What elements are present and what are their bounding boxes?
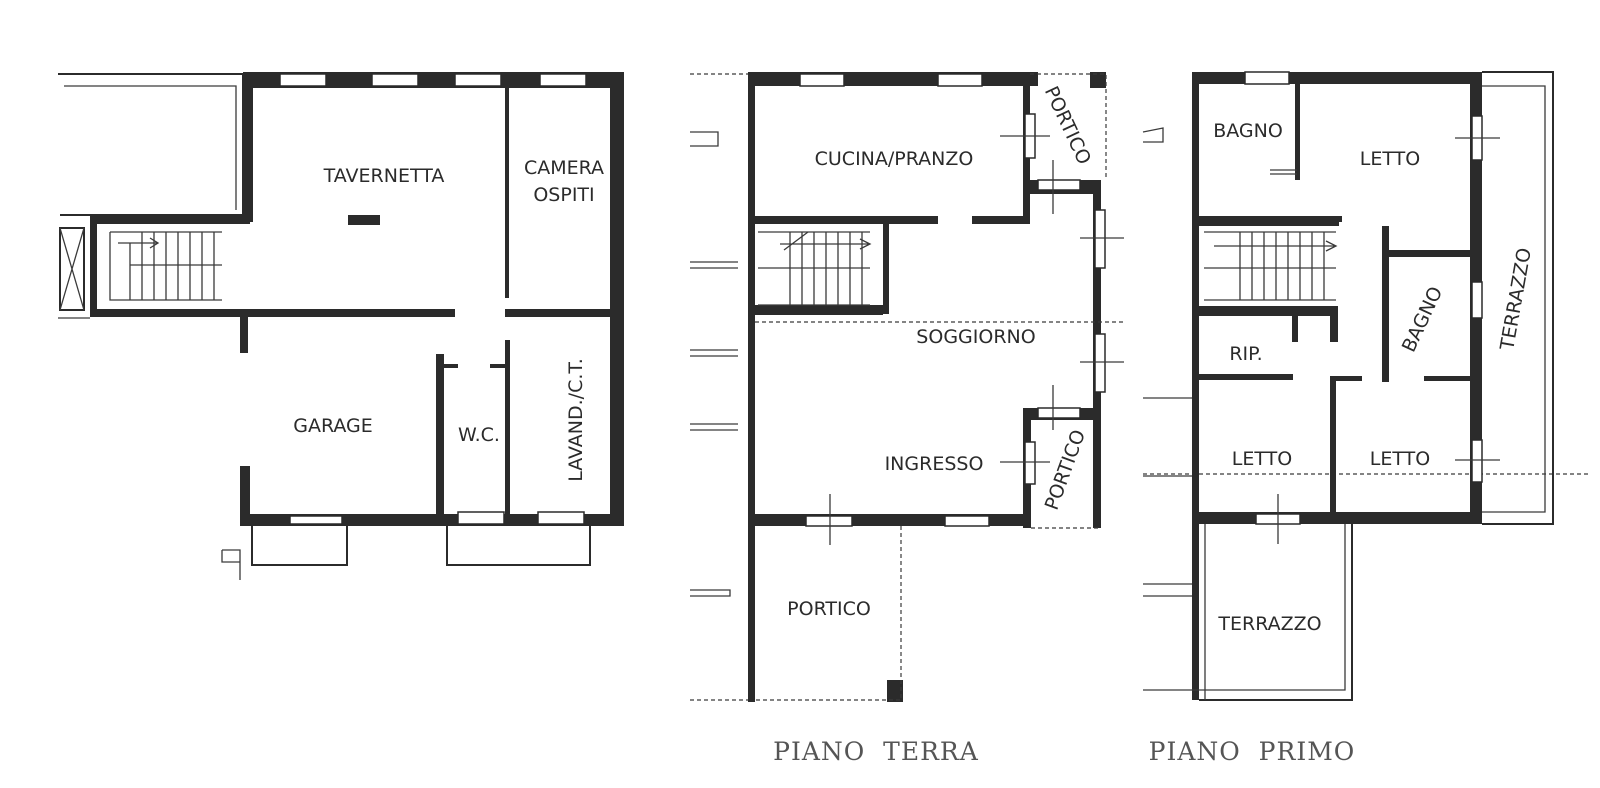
- ground-floor-stairs: [758, 231, 872, 306]
- room-terrazzo-side: TERRAZZO: [1496, 246, 1536, 352]
- room-lavanderia: LAVAND./C.T.: [565, 358, 587, 482]
- room-wc: W.C.: [458, 424, 500, 446]
- ground-floor-plan: [690, 72, 1125, 702]
- room-camera-ospiti-line2: OSPITI: [533, 184, 594, 206]
- room-bagno-mid: BAGNO: [1398, 283, 1447, 355]
- room-letto-right: LETTO: [1370, 448, 1430, 470]
- room-portico-top: PORTICO: [1040, 83, 1095, 168]
- first-floor-stairs: [1204, 231, 1338, 301]
- room-ingresso: INGRESSO: [885, 453, 984, 475]
- room-letto-left: LETTO: [1232, 448, 1292, 470]
- room-portico-side: PORTICO: [1041, 427, 1090, 513]
- title-piano-primo: PIANO PRIMO: [1149, 737, 1356, 766]
- room-bagno-top: BAGNO: [1213, 120, 1283, 142]
- room-soggiorno: SOGGIORNO: [916, 326, 1035, 348]
- basement-plan: [58, 72, 624, 580]
- basement-stairs: [109, 231, 222, 301]
- room-camera-ospiti-line1: CAMERA: [524, 157, 604, 179]
- room-cucina-pranzo: CUCINA/PRANZO: [815, 148, 974, 170]
- room-ripostiglio: RIP.: [1229, 343, 1262, 365]
- first-floor-plan: [1142, 71, 1590, 701]
- room-portico-bottom: PORTICO: [787, 598, 871, 620]
- room-garage: GARAGE: [293, 415, 373, 437]
- title-piano-terra: PIANO TERRA: [773, 737, 979, 766]
- room-letto-top: LETTO: [1360, 148, 1420, 170]
- room-tavernetta: TAVERNETTA: [323, 165, 445, 187]
- room-terrazzo-bottom: TERRAZZO: [1217, 613, 1321, 635]
